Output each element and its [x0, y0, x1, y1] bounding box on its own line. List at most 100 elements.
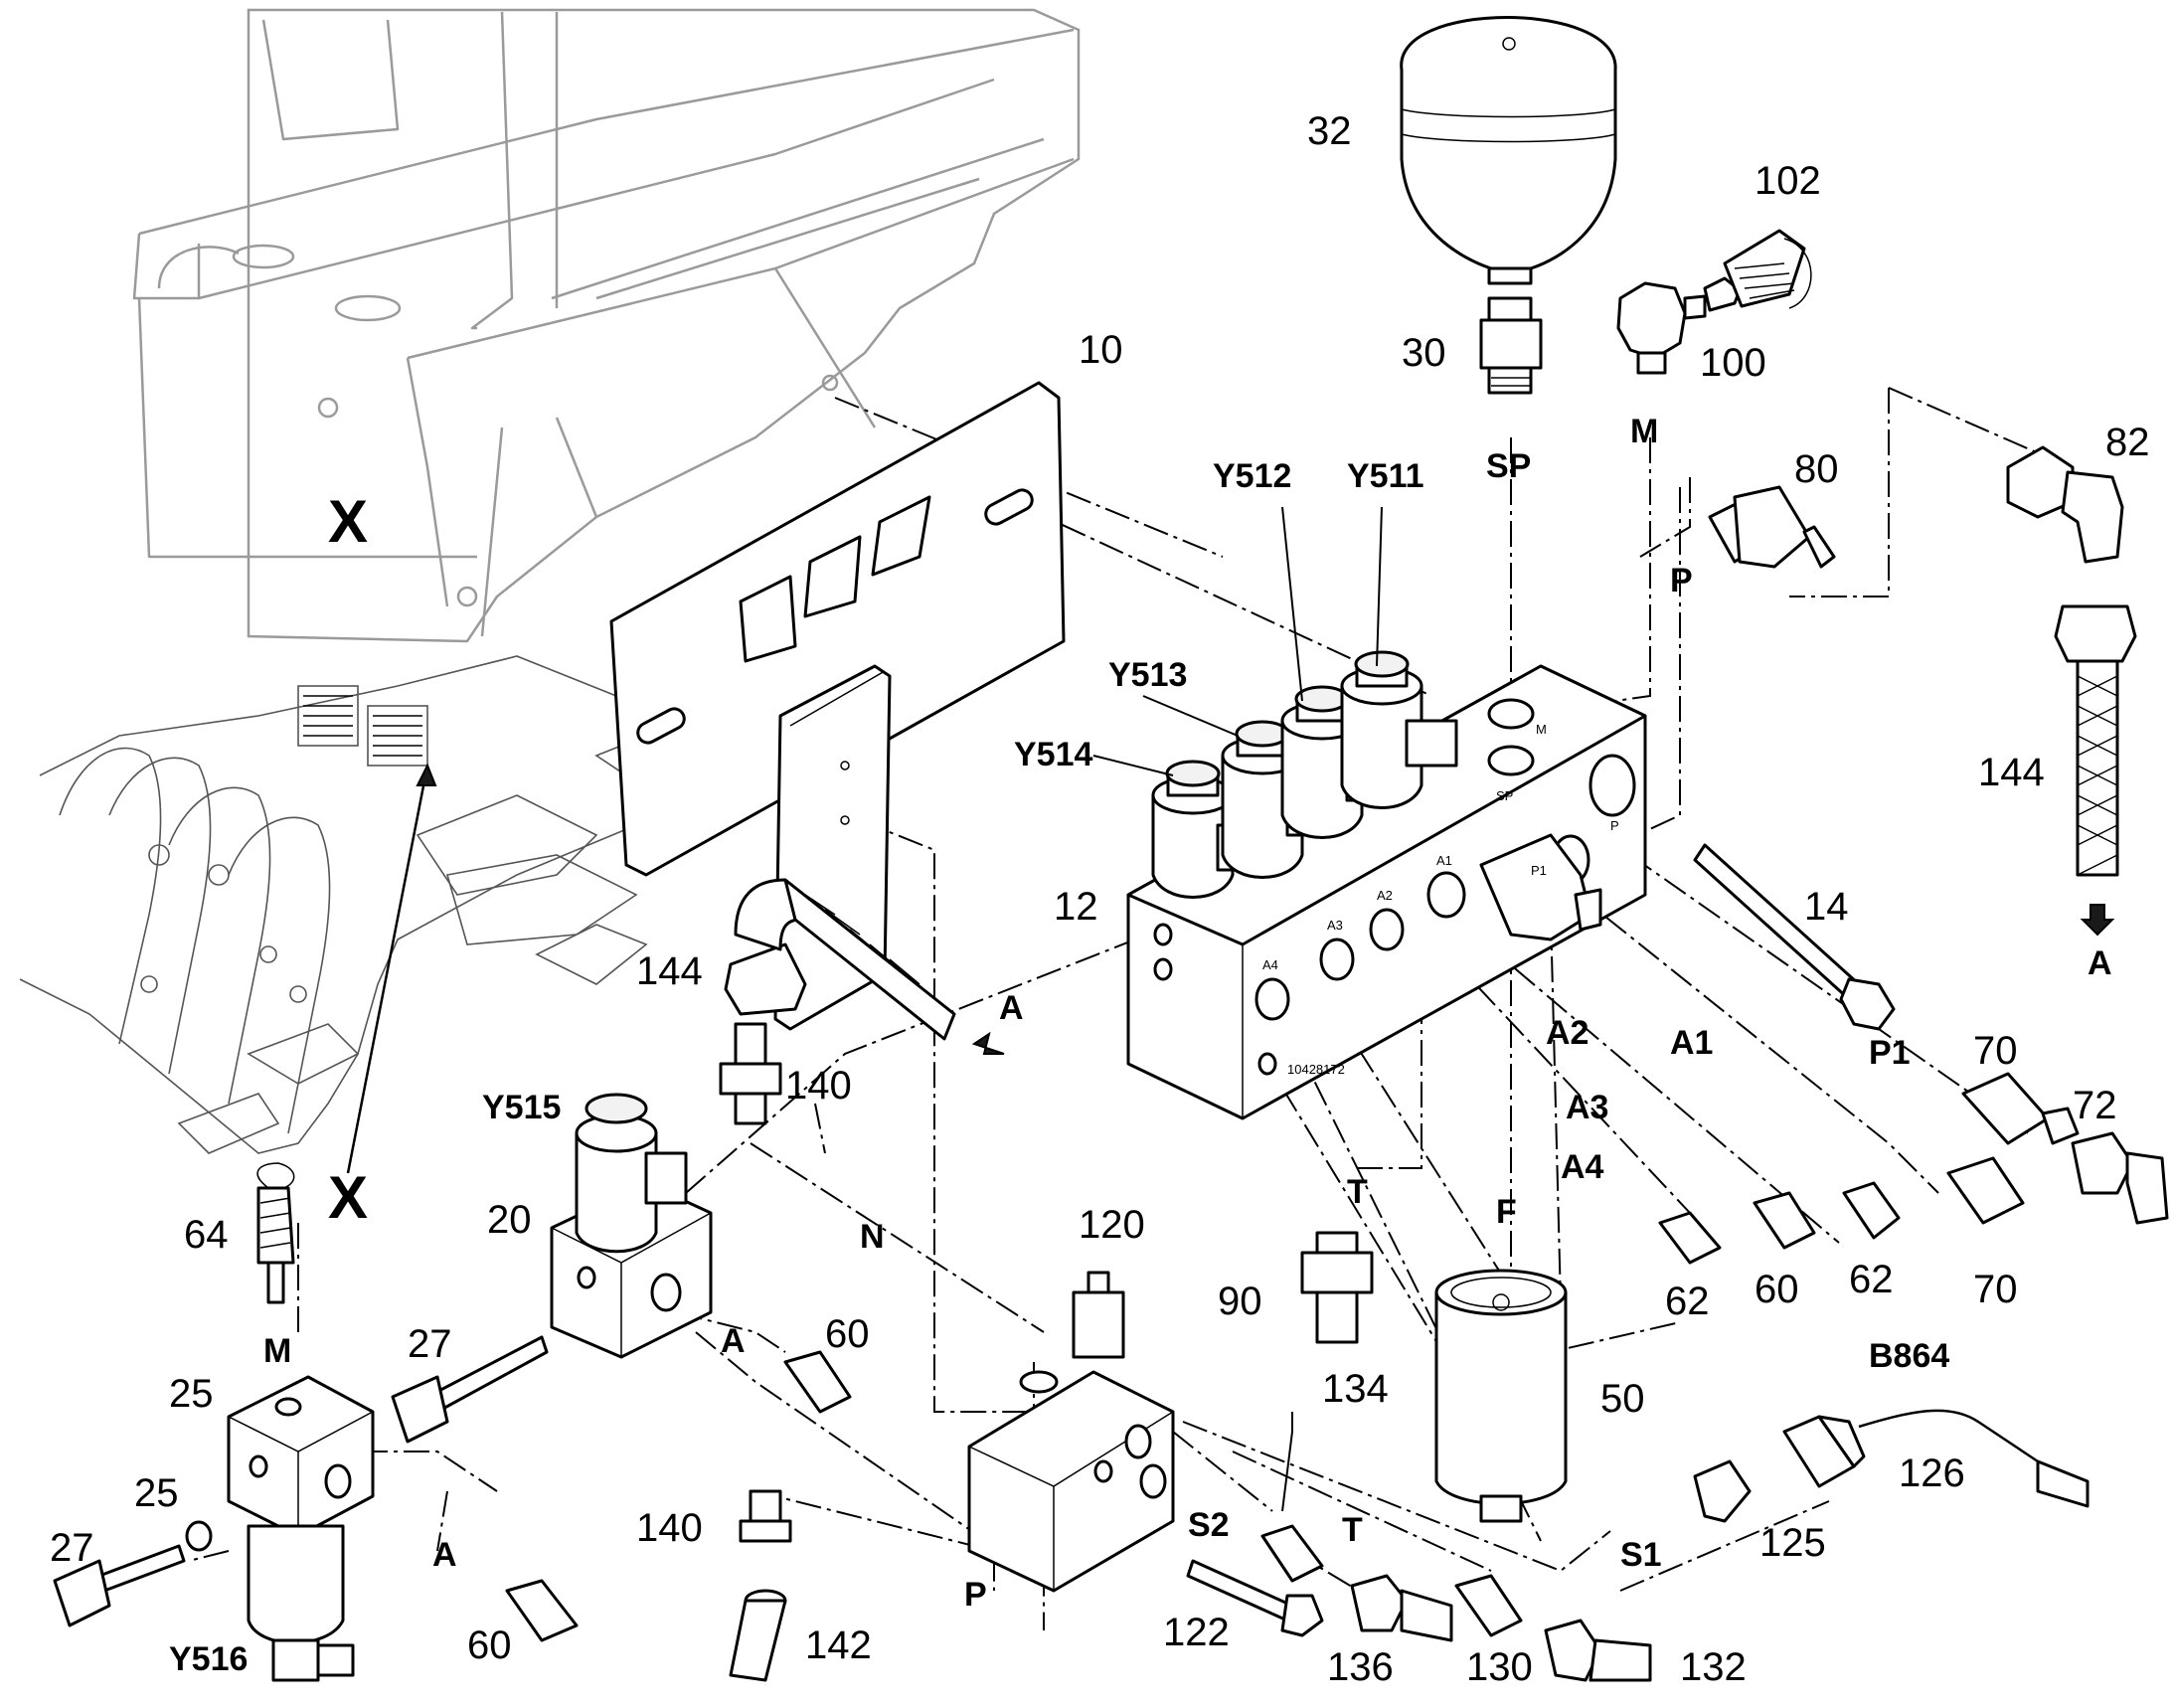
- port-t-bottom: T: [1342, 1511, 1363, 1549]
- label-b864: B864: [1869, 1337, 1949, 1375]
- fitting-60-bottom: [505, 1579, 579, 1642]
- port-s2: S2: [1188, 1506, 1230, 1544]
- callout-32: 32: [1307, 109, 1352, 153]
- callout-122: 122: [1163, 1611, 1230, 1654]
- port-sp: SP: [1486, 447, 1531, 485]
- callout-20: 20: [487, 1198, 532, 1242]
- callout-134: 134: [1322, 1367, 1389, 1411]
- callout-27-lower: 27: [50, 1526, 94, 1570]
- block-mark-a4: A4: [1262, 957, 1278, 972]
- fitting-62-left: [1658, 1211, 1722, 1265]
- callout-60-right: 60: [1755, 1268, 1799, 1311]
- port-a-hose: A: [999, 989, 1024, 1027]
- callout-60-mid: 60: [825, 1312, 870, 1356]
- callout-80: 80: [1794, 447, 1839, 491]
- washer-25: [185, 1520, 213, 1552]
- label-y511: Y511: [1347, 457, 1424, 495]
- detail-marker-bottom: X: [328, 1164, 368, 1231]
- accumulator-32: [1400, 16, 1617, 285]
- callout-60-bottom: 60: [467, 1623, 512, 1667]
- callout-70-lower: 70: [1973, 1268, 2018, 1311]
- callout-126: 126: [1899, 1452, 1965, 1495]
- elbow-142: [729, 1589, 787, 1682]
- block-mark-p1: P1: [1531, 863, 1547, 878]
- callout-144-left: 144: [636, 949, 703, 993]
- port-letters: SP M P A A A2 A1 P1 A3 A4 T F N M A A S2…: [263, 413, 2112, 1614]
- callout-70-upper: 70: [1973, 1029, 2018, 1073]
- fitting-140-lower: [739, 1489, 792, 1543]
- callout-numbers: 32 102 10 30 100 82 80 144 12 14 144 140…: [50, 109, 2150, 1689]
- callout-142: 142: [805, 1623, 872, 1667]
- valve-25: [227, 1375, 375, 1538]
- port-a-valve25: A: [432, 1536, 457, 1574]
- block-serial: 10428172: [1287, 1062, 1345, 1077]
- solenoid-y515: [575, 1093, 688, 1254]
- callout-132: 132: [1680, 1645, 1747, 1689]
- fitting-125: [1693, 1459, 1752, 1523]
- label-y516: Y516: [169, 1640, 248, 1678]
- port-n: N: [860, 1218, 885, 1256]
- port-p-top: P: [1670, 562, 1693, 599]
- solenoid-y511: [1340, 650, 1458, 809]
- callout-62-right: 62: [1849, 1258, 1894, 1301]
- label-y514: Y514: [1014, 736, 1092, 773]
- fitting-70-lower: [1946, 1156, 2025, 1225]
- port-p1: P1: [1869, 1034, 1911, 1072]
- callout-25-lower: 25: [134, 1471, 179, 1515]
- callout-90: 90: [1218, 1280, 1262, 1323]
- filter-50: [1434, 1269, 1568, 1523]
- fitting-62-right: [1842, 1181, 1901, 1240]
- callout-82: 82: [2105, 421, 2150, 464]
- block-mark-a3: A3: [1327, 918, 1343, 933]
- pressure-sensor-b864: [1782, 1409, 2089, 1508]
- fitting-60-mid: [783, 1350, 852, 1414]
- port-s1: S1: [1620, 1536, 1662, 1574]
- elbow-72: [2071, 1131, 2169, 1225]
- bolt-27-upper: [391, 1335, 549, 1444]
- callout-12: 12: [1054, 885, 1098, 929]
- fitting-60-right: [1753, 1191, 1816, 1250]
- leader-lines: [1092, 506, 1383, 1512]
- hose-144-left: [724, 878, 1005, 1055]
- label-y512: Y512: [1213, 457, 1291, 495]
- callout-64: 64: [184, 1213, 229, 1257]
- callout-10: 10: [1079, 328, 1123, 372]
- callout-140-lower: 140: [636, 1506, 703, 1550]
- valve-block-120: [967, 1271, 1175, 1593]
- bolt-14: [1693, 843, 1896, 1031]
- block-mark-a2: A2: [1377, 888, 1393, 903]
- callout-130: 130: [1466, 1645, 1533, 1689]
- test-point-102: [1703, 229, 1812, 312]
- sketch-grille: [303, 695, 422, 757]
- hose-144-right: [2054, 604, 2137, 937]
- label-y515: Y515: [482, 1089, 561, 1126]
- solenoid-y516: [247, 1524, 355, 1682]
- block-mark-a1: A1: [1436, 853, 1452, 868]
- port-a3: A3: [1566, 1089, 1608, 1126]
- port-m-top: M: [1630, 413, 1658, 450]
- fitting-90: [1300, 1231, 1374, 1344]
- port-p-bottom: P: [964, 1576, 987, 1614]
- test-point-64: [256, 1162, 295, 1304]
- block-mark-sp: SP: [1496, 788, 1513, 803]
- port-f: F: [1496, 1193, 1517, 1231]
- elbow-82: [2006, 445, 2124, 564]
- port-m-left: M: [263, 1332, 291, 1370]
- component-designations: Y511 Y512 Y513 Y514 Y515 Y516 B864: [169, 457, 1949, 1678]
- fitting-s2: [1260, 1524, 1324, 1583]
- port-a1: A1: [1670, 1024, 1713, 1062]
- detail-marker-top: X: [328, 488, 368, 555]
- fitting-130: [1454, 1574, 1523, 1637]
- callout-136: 136: [1327, 1645, 1394, 1689]
- elbow-136: [1350, 1574, 1453, 1642]
- fitting-30: [1479, 296, 1543, 395]
- callout-14: 14: [1804, 885, 1849, 929]
- fitting-100: [1616, 281, 1707, 375]
- callout-72: 72: [2073, 1084, 2117, 1127]
- callout-140-upper: 140: [785, 1064, 852, 1108]
- machine-frame-ghost: [132, 8, 1081, 643]
- callout-25-upper: 25: [169, 1372, 214, 1416]
- callout-27-upper: 27: [408, 1322, 452, 1366]
